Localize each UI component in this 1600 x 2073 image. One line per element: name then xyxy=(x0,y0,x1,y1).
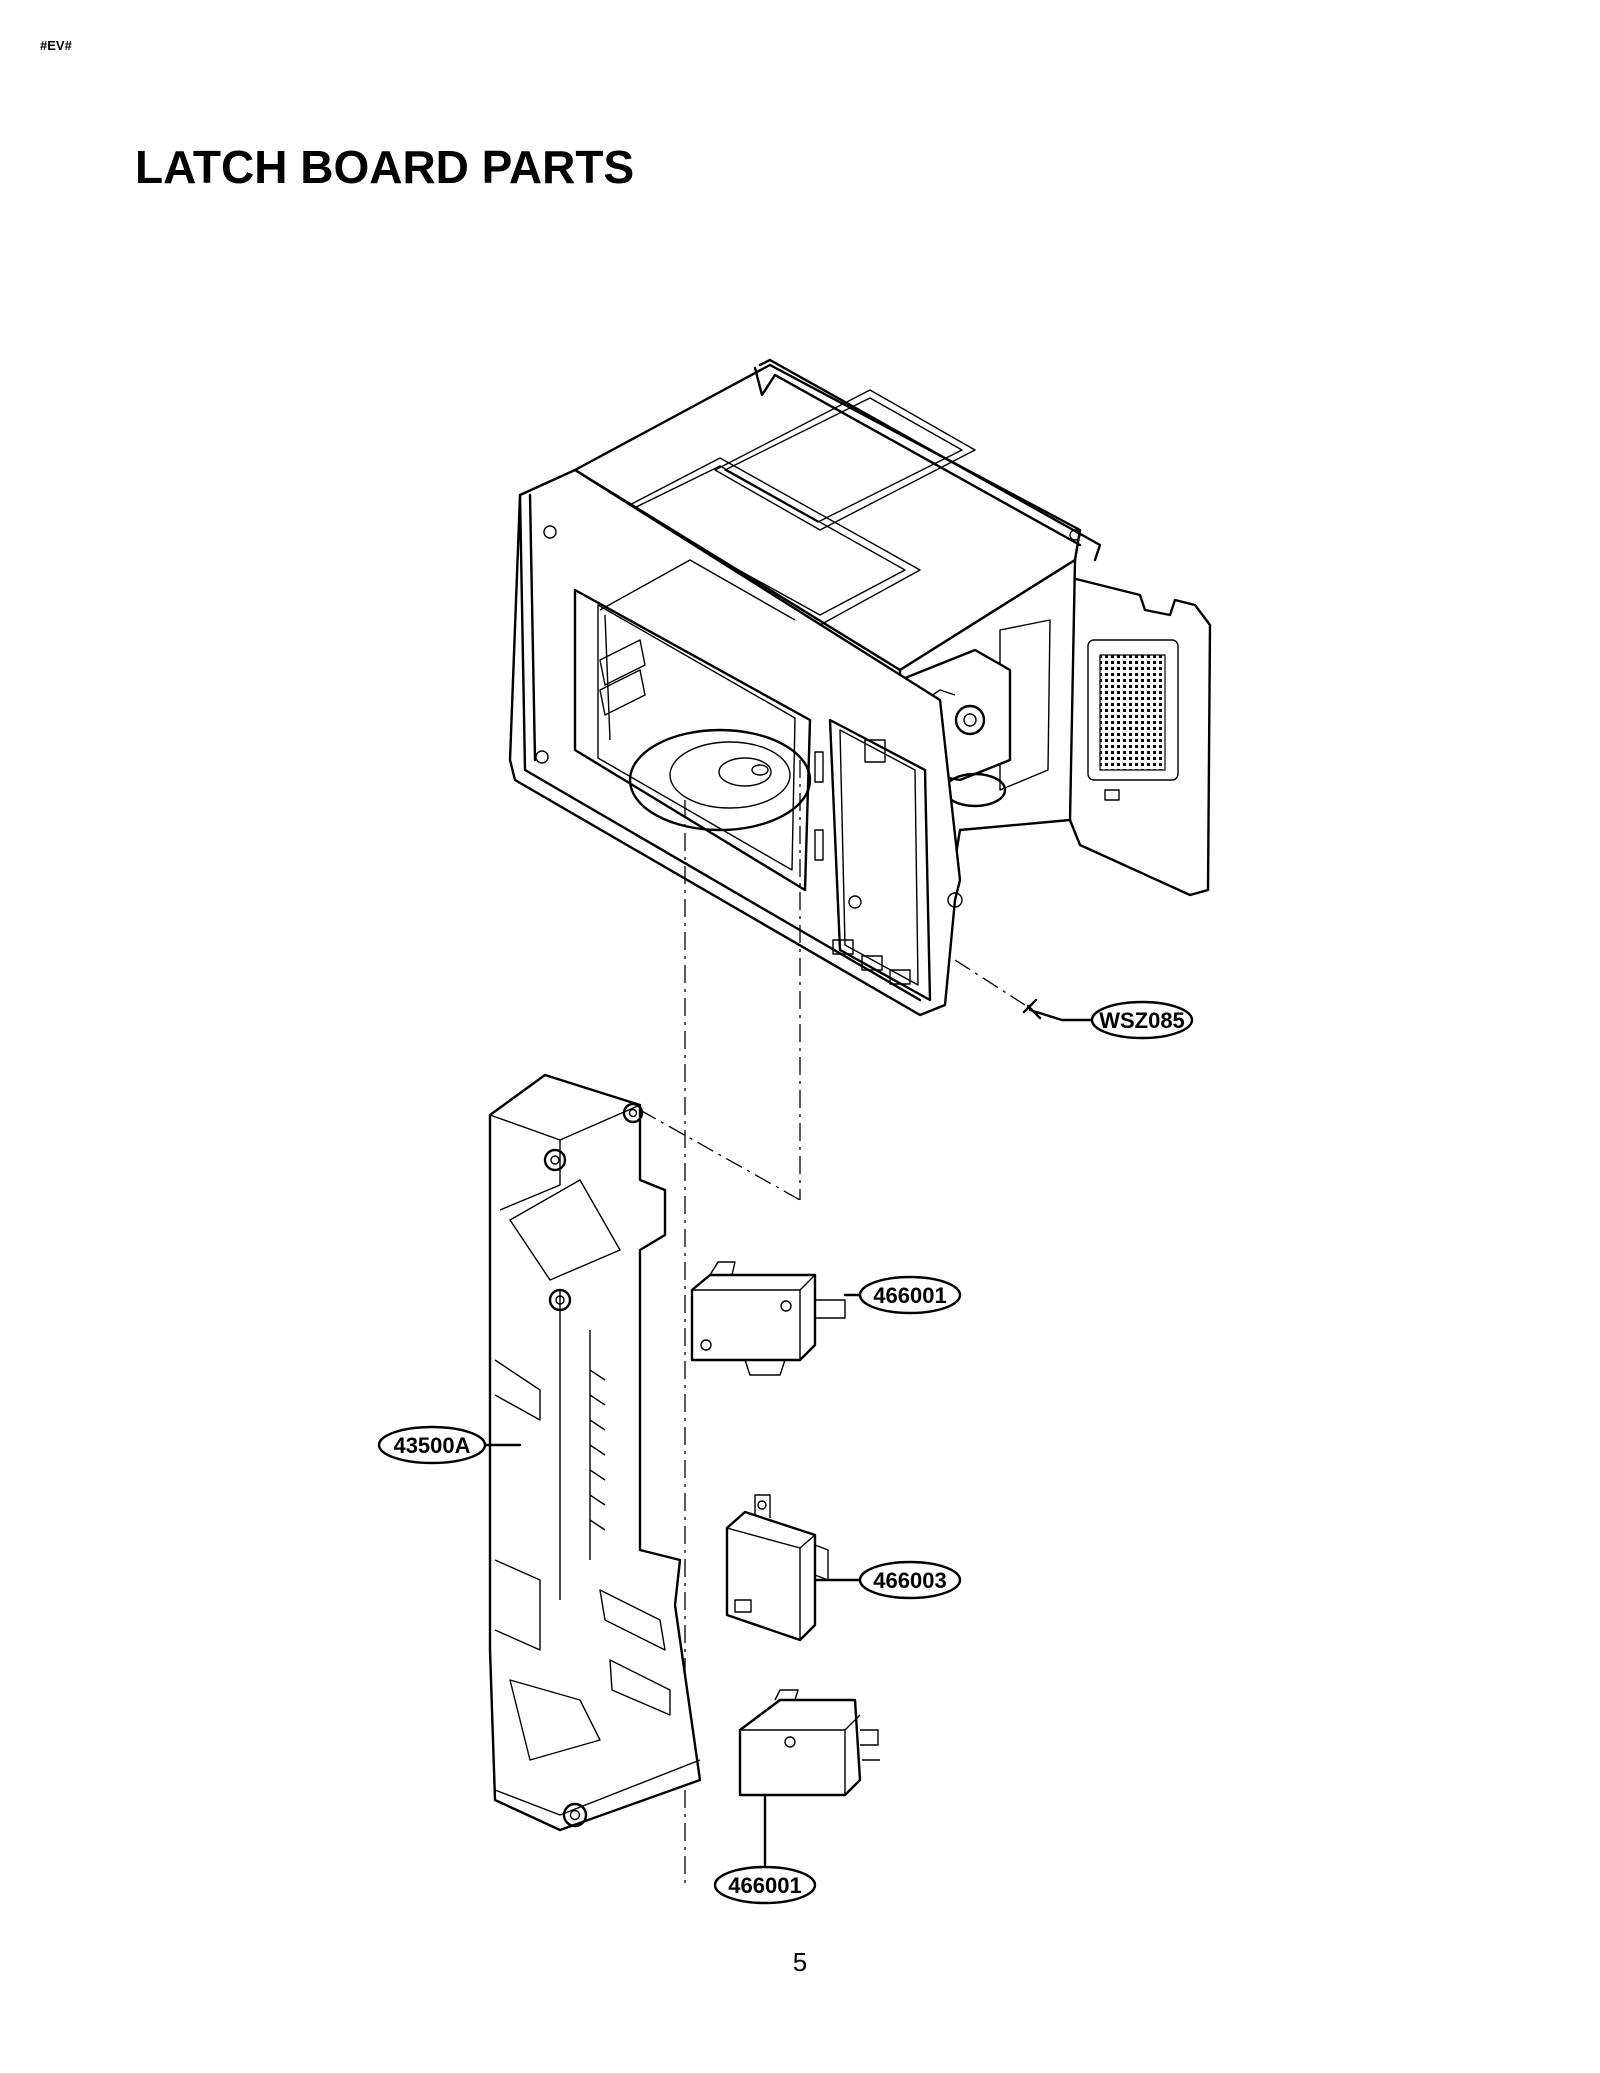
switch-middle-part xyxy=(725,1494,862,1642)
callout-wsz085: WSZ085 xyxy=(1090,1000,1194,1040)
callout-466001-top: 466001 xyxy=(858,1275,962,1315)
vent-grille xyxy=(1099,654,1166,771)
callout-43500a: 43500A xyxy=(377,1425,487,1465)
page-title: LATCH BOARD PARTS xyxy=(135,141,635,193)
page-number: 5 xyxy=(792,1947,808,1977)
oven-cavity-assembly xyxy=(508,358,1212,1017)
callout-466001-bottom: 466001 xyxy=(713,1865,817,1905)
switch-bottom-part xyxy=(738,1689,880,1867)
svg-text:466001: 466001 xyxy=(728,1873,801,1898)
screw-part xyxy=(954,959,1094,1022)
svg-text:466003: 466003 xyxy=(873,1568,946,1593)
svg-text:43500A: 43500A xyxy=(393,1433,470,1458)
turntable xyxy=(628,728,812,832)
svg-text:466001: 466001 xyxy=(873,1283,946,1308)
callout-466003: 466003 xyxy=(858,1560,962,1600)
latch-teeth xyxy=(589,1369,606,1531)
latch-board-part xyxy=(483,1073,702,1832)
document-code: #EV# xyxy=(40,38,72,53)
svg-text:WSZ085: WSZ085 xyxy=(1099,1008,1185,1033)
switch-top-part xyxy=(690,1261,862,1376)
